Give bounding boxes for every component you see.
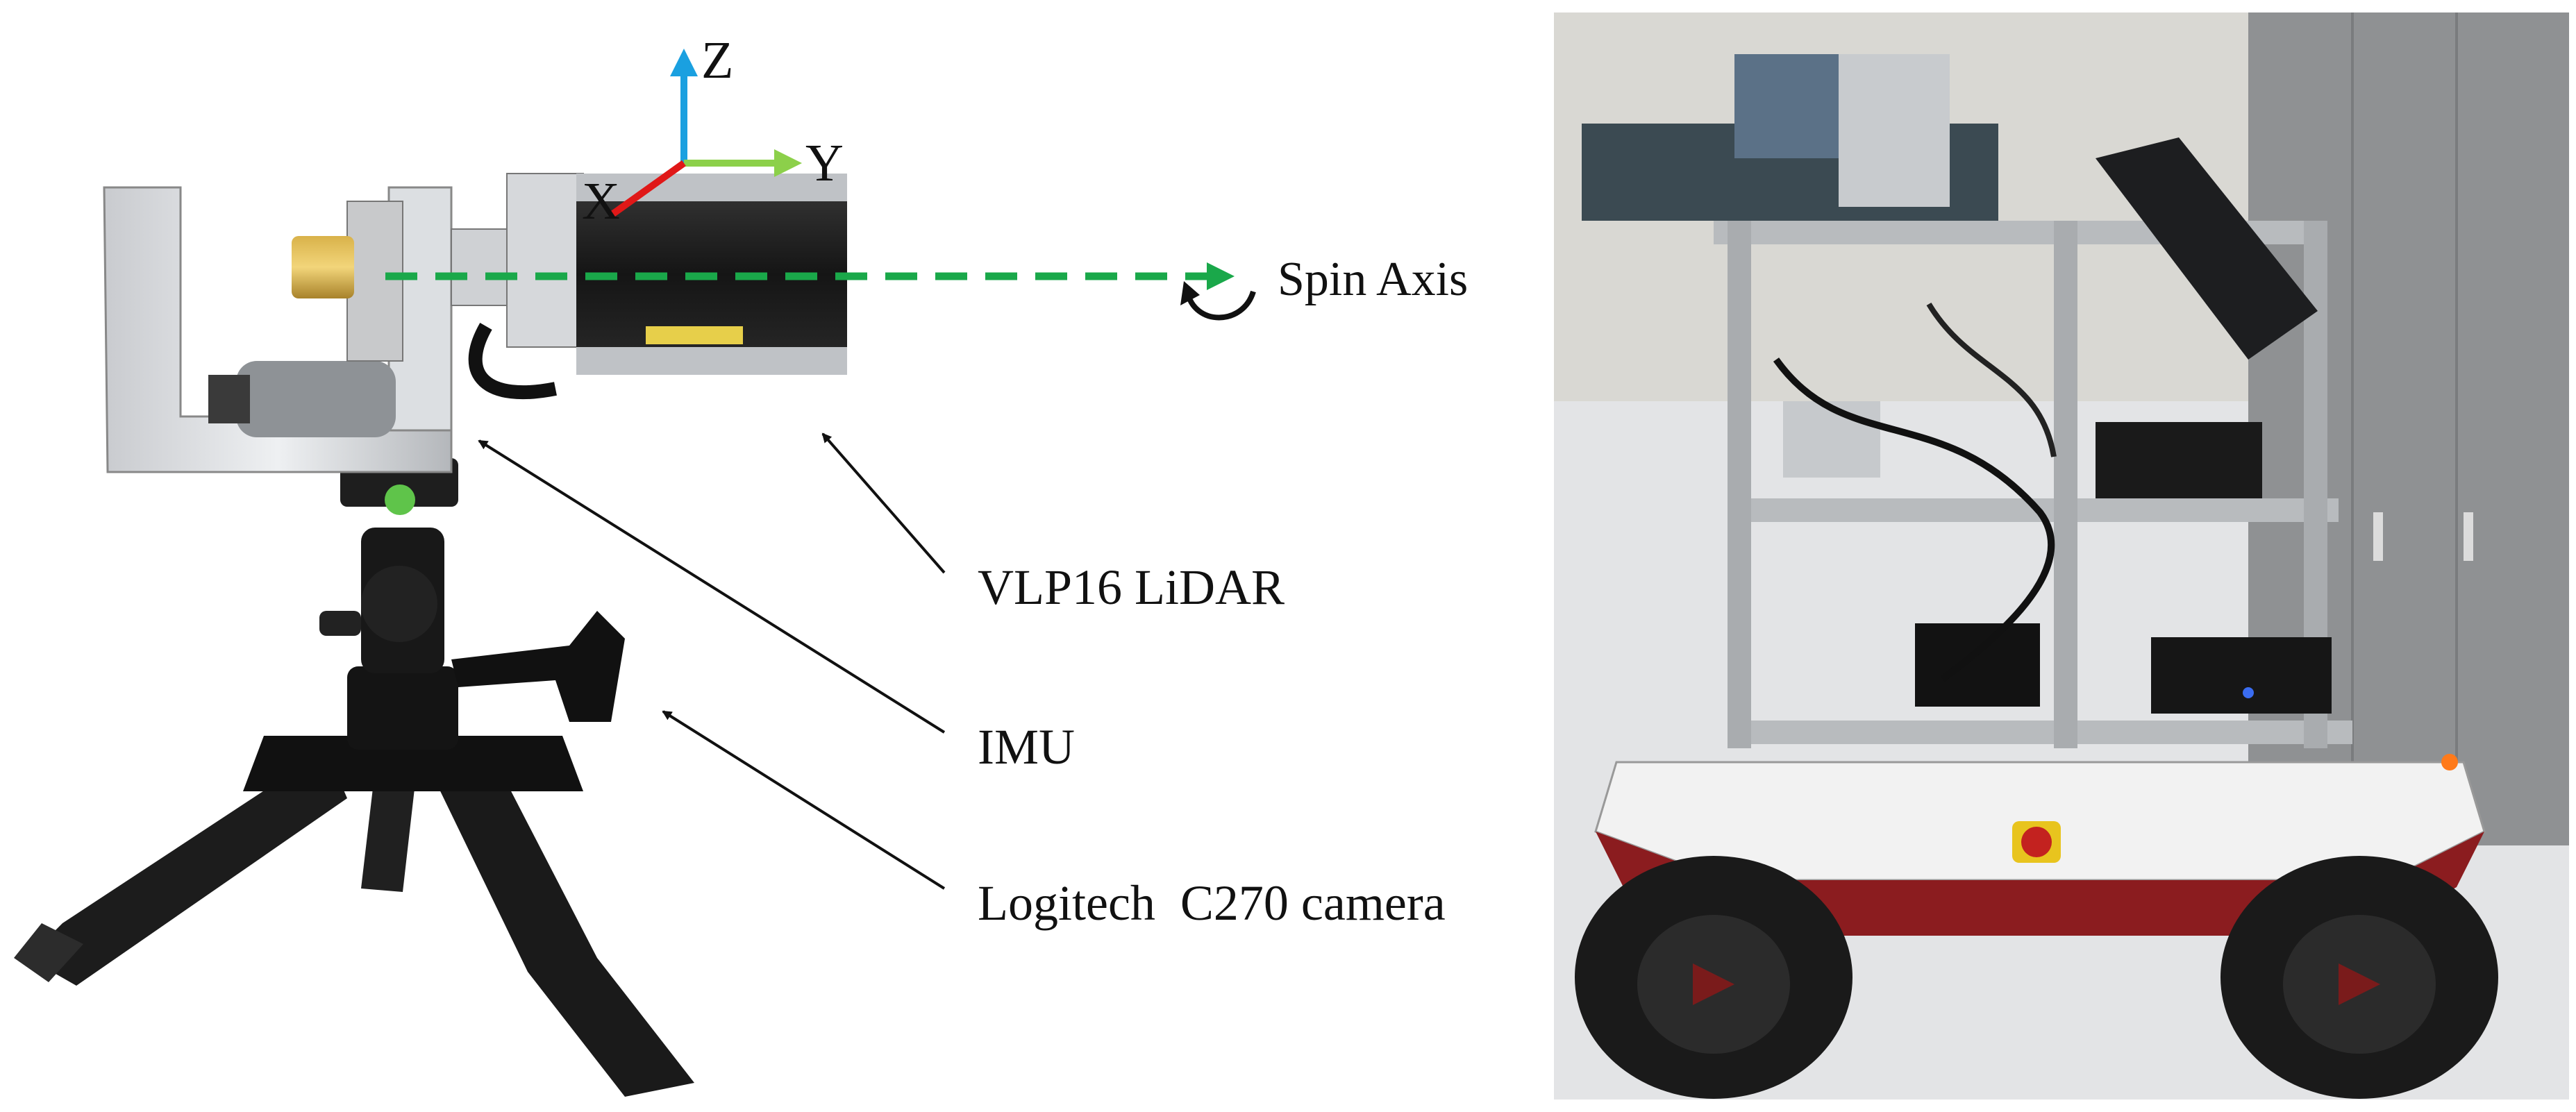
robot-platform-drawing <box>1554 12 2569 1100</box>
camera-callout-arrow <box>662 710 946 890</box>
robot-frame <box>1714 54 2352 748</box>
spin-axis: Spin Axis <box>385 253 1468 321</box>
sensor-rig-drawing: Z Y X Spin Axis VLP16 LiDAR IMU Logitech… <box>14 31 1468 1097</box>
callouts: VLP16 LiDAR IMU Logitech C270 camera <box>478 432 1446 931</box>
y-axis-arrowhead <box>774 149 802 177</box>
camera-callout-label: Logitech C270 camera <box>978 875 1446 931</box>
z-axis-arrowhead <box>670 49 698 76</box>
x-axis-label: X <box>582 172 620 230</box>
tripod <box>14 458 694 1097</box>
rotation-arrow-icon <box>1185 290 1256 321</box>
lidar-callout-label: VLP16 LiDAR <box>978 559 1285 615</box>
robot-wheels <box>1575 856 2498 1099</box>
imu-callout-arrow <box>478 439 946 734</box>
imu-callout-label: IMU <box>978 719 1075 775</box>
y-axis-label: Y <box>805 134 844 192</box>
spin-axis-arrowhead <box>1207 262 1235 290</box>
z-axis-label: Z <box>701 31 733 90</box>
rotating-platform <box>103 173 584 473</box>
sensor-rig-figure: Z Y X Spin Axis VLP16 LiDAR IMU Logitech… <box>14 31 1468 1097</box>
coordinate-frame: Z Y X <box>582 31 844 230</box>
spin-axis-label: Spin Axis <box>1278 253 1468 306</box>
lidar-callout-arrow <box>821 432 946 574</box>
robot-platform-photo <box>1554 12 2569 1100</box>
x-axis-line <box>609 160 686 219</box>
